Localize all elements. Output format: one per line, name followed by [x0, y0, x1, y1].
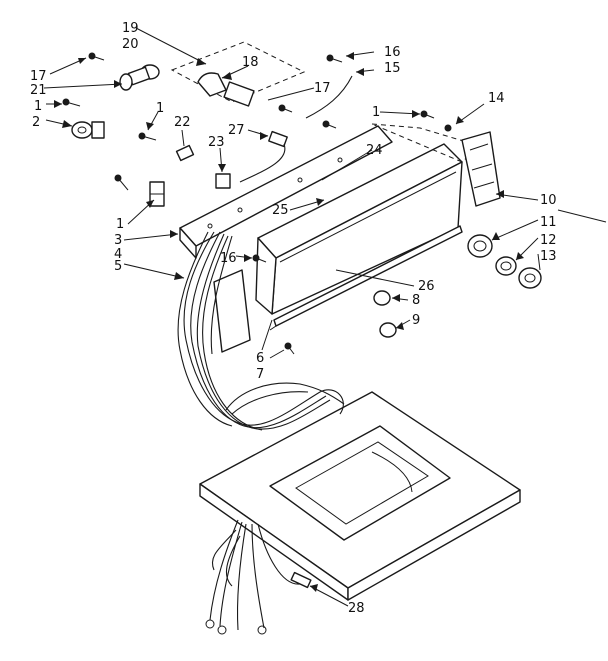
callout-3: 3	[114, 233, 122, 248]
callout-26: 26	[418, 279, 435, 294]
callout-15: 15	[384, 61, 401, 76]
mounting-bracket	[179, 125, 393, 259]
callout-13: 13	[540, 249, 557, 264]
callout-24: 24	[366, 143, 383, 158]
side-panel	[213, 269, 251, 353]
connector-22	[175, 144, 195, 162]
top-cover	[199, 391, 521, 601]
callout-21: 21	[30, 83, 47, 98]
callout-17-right: 17	[314, 81, 331, 96]
switch-19-20	[119, 64, 160, 91]
callout-9: 9	[412, 313, 420, 328]
component-18	[197, 72, 255, 107]
control-console	[255, 143, 463, 331]
callout-11: 11	[540, 215, 557, 230]
callout-numbers: 19 20 17 21 1 2 1 18 17 16 15 1 14 22 27…	[30, 21, 557, 616]
callout-25: 25	[272, 203, 289, 218]
callout-1-left: 1	[34, 99, 42, 114]
callout-10: 10	[540, 193, 557, 208]
knob-hardware	[373, 234, 542, 338]
callout-19: 19	[122, 21, 139, 36]
callout-16-mid: 16	[220, 251, 237, 266]
callout-16-top: 16	[384, 45, 401, 60]
callout-23: 23	[208, 135, 225, 150]
callout-22: 22	[174, 115, 191, 130]
timer-knob	[71, 121, 105, 139]
callout-1-lower: 1	[116, 217, 124, 232]
callout-7: 7	[256, 367, 264, 382]
callout-20: 20	[122, 37, 139, 52]
callout-27: 27	[228, 123, 245, 138]
callout-12: 12	[540, 233, 557, 248]
callout-17-left: 17	[30, 69, 47, 84]
screws	[62, 52, 452, 355]
wire-harness	[177, 231, 345, 635]
callout-28: 28	[348, 601, 365, 616]
callout-1-upper: 1	[156, 101, 164, 116]
callout-1-right: 1	[372, 105, 380, 120]
connector-23	[215, 173, 231, 189]
wire-27	[239, 143, 286, 183]
callout-14: 14	[488, 91, 505, 106]
callout-18: 18	[242, 55, 259, 70]
console-end-cap	[461, 131, 501, 207]
connector-27	[268, 130, 288, 148]
wire-15	[305, 75, 353, 119]
callout-5: 5	[114, 259, 122, 274]
callout-8: 8	[412, 293, 420, 308]
leader-arrowheads	[54, 52, 524, 592]
callout-6: 6	[256, 351, 264, 366]
callout-2: 2	[32, 115, 40, 130]
callout-4: 4	[114, 247, 122, 262]
